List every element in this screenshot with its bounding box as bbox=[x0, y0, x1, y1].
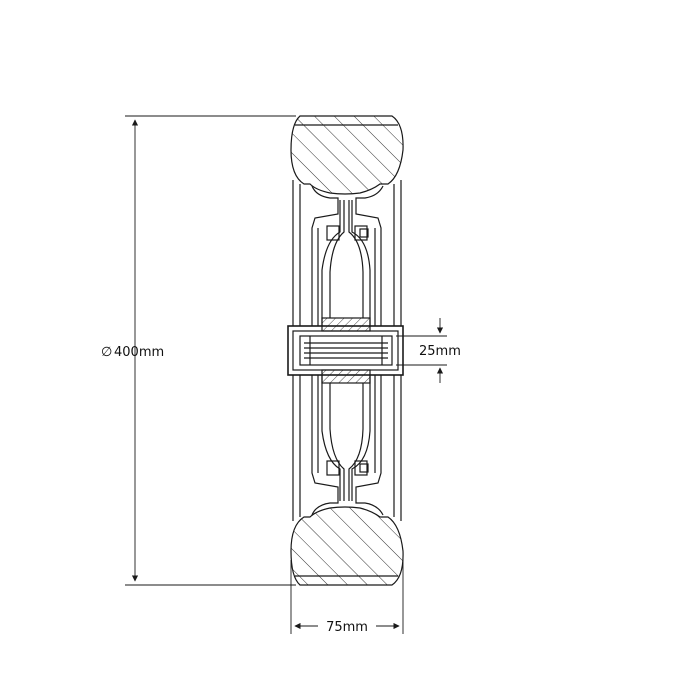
rim-body bbox=[292, 180, 402, 521]
width-label: 75mm bbox=[326, 620, 368, 635]
dimension-diameter bbox=[125, 115, 296, 586]
tyre-bottom bbox=[290, 506, 404, 586]
dimension-bore bbox=[396, 318, 447, 383]
bore-label: 25mm bbox=[419, 344, 461, 359]
diameter-label: 400mm bbox=[114, 345, 164, 360]
rim-center-disc bbox=[321, 200, 371, 501]
dimension-width bbox=[290, 560, 404, 634]
hub-bearing bbox=[287, 317, 404, 384]
tyre-top bbox=[290, 115, 404, 195]
diameter-symbol: ∅ bbox=[101, 345, 112, 360]
